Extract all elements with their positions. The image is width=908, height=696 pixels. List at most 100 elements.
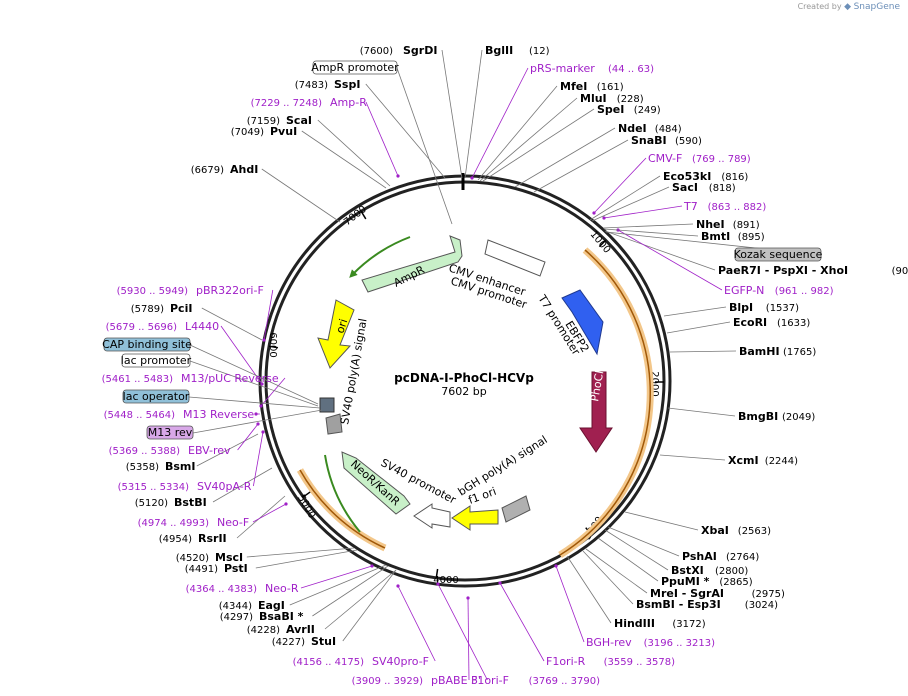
site-label[interactable]: BmtI(895) (701, 230, 765, 243)
site-label[interactable]: MscI(4520) (176, 551, 243, 564)
primer-label[interactable]: Amp-R(7229 .. 7248) (251, 96, 368, 109)
primer-label[interactable]: M13 Reverse(5448 .. 5464) (104, 408, 255, 421)
site-label[interactable]: AhdI(6679) (191, 163, 259, 176)
site-position: (7483) (295, 80, 328, 91)
site-leader (261, 168, 341, 223)
site-label[interactable]: SacI(818) (672, 181, 736, 194)
tick-mark (360, 210, 367, 220)
primer-label[interactable]: F1ori-R(3559 .. 3578) (546, 655, 675, 668)
site-label[interactable]: PciI(5789) (131, 302, 193, 315)
primer-label[interactable]: BGH-rev(3196 .. 3213) (586, 636, 715, 649)
primer-label[interactable]: T7(863 .. 882) (683, 200, 766, 213)
site-position: (5120) (135, 498, 168, 509)
site-label[interactable]: BstXI(2800) (671, 564, 748, 577)
site-label[interactable]: PaeR7I - PspXI - XhoI(909) (718, 264, 908, 277)
primer-leader (593, 157, 647, 214)
site-label[interactable]: SspI(7483) (295, 78, 361, 91)
site-leader (196, 433, 259, 467)
primer-label[interactable]: Neo-F(4974 .. 4993) (138, 516, 250, 529)
boxed-feature-label[interactable]: lac operator (122, 389, 321, 409)
site-label[interactable]: Eco53kI(816) (663, 170, 748, 183)
site-label[interactable]: PvuI(7049) (231, 125, 297, 138)
site-label[interactable]: MreI - SgrAI(2975) (650, 587, 785, 600)
primer-label[interactable]: EBV-rev(5369 .. 5388) (109, 444, 231, 457)
site-label[interactable]: SpeI(249) (597, 103, 661, 116)
site-label[interactable]: BsmI(5358) (126, 460, 196, 473)
site-label[interactable]: HindIII(3172) (614, 617, 706, 630)
site-leader (482, 108, 595, 182)
site-label[interactable]: XcmI(2244) (728, 454, 798, 467)
cmv-enhancer-feature[interactable] (484, 239, 546, 277)
primer-label[interactable]: CMV-F(769 .. 789) (648, 152, 751, 165)
site-label[interactable]: MfeI(161) (560, 80, 624, 93)
primer-label[interactable]: pRS-marker(44 .. 63) (530, 62, 654, 75)
primer-name: T7 (683, 200, 698, 213)
primer-range: (5679 .. 5696) (106, 322, 178, 333)
site-label[interactable]: BsmBI - Esp3I(3024) (636, 598, 778, 611)
site-leader (246, 547, 355, 558)
primer-label[interactable]: L4440(5679 .. 5696) (106, 320, 220, 333)
primer-name: pBR322ori-F (196, 284, 264, 297)
site-label[interactable]: RsrII(4954) (159, 532, 227, 545)
sv40-promoter-feature[interactable] (413, 503, 451, 529)
primer-label[interactable]: M13/pUC Reverse(5461 .. 5483) (102, 372, 279, 385)
box-leader (188, 396, 321, 409)
site-label[interactable]: BstBI(5120) (135, 496, 207, 509)
primer-label[interactable]: SV40pro-F(4156 .. 4175) (293, 655, 429, 668)
site-label[interactable]: AvrII(4228) (247, 623, 315, 636)
primer-label[interactable]: EGFP-N(961 .. 982) (724, 284, 834, 297)
primer-range: (3769 .. 3790) (529, 676, 601, 687)
site-label[interactable]: BsaBI *(4297) (220, 610, 304, 623)
site-label[interactable]: SnaBI(590) (631, 134, 702, 147)
boxed-feature-label[interactable]: CAP binding site (102, 337, 319, 405)
box-leader (189, 344, 319, 405)
lac-cluster-feature[interactable] (319, 397, 335, 413)
site-label[interactable]: StuI(4227) (272, 635, 336, 648)
boxed-feature-label[interactable]: M13 rev (146, 409, 323, 440)
boxed-feature-label[interactable]: Kozak sequence (605, 231, 823, 262)
site-label[interactable]: XbaI(2563) (701, 524, 771, 537)
site-label[interactable]: BglII(12) (485, 44, 550, 57)
site-label[interactable]: MluI(228) (580, 92, 644, 105)
neor-feature[interactable] (341, 451, 411, 515)
site-position: (4520) (176, 553, 209, 564)
site-leader (441, 49, 463, 179)
primer-range: (3559 .. 3578) (604, 657, 676, 668)
site-position: (590) (675, 136, 702, 147)
primer-label[interactable]: pBABE 3'(3909 .. 3929) (352, 674, 482, 687)
site-leader (589, 175, 661, 221)
site-label[interactable]: PpuMI *(2865) (661, 575, 753, 588)
primer-label[interactable]: SV40pA-R(5315 .. 5334) (118, 480, 252, 493)
site-label[interactable]: BamHI(1765) (739, 345, 816, 358)
label-bgh-polya: bGH poly(A) signal (456, 433, 550, 498)
site-name: NdeI (618, 122, 647, 135)
site-label[interactable]: NdeI(484) (618, 122, 682, 135)
boxed-feature-label[interactable]: lac promoter (121, 353, 319, 407)
primer-label[interactable]: Neo-R(4364 .. 4383) (186, 582, 299, 595)
ori-feature[interactable] (317, 299, 355, 369)
site-label[interactable]: BlpI(1537) (729, 301, 799, 314)
site-label[interactable]: EagI(4344) (219, 599, 285, 612)
primer-label[interactable]: F1ori-F (3769 .. 3790) (471, 674, 600, 687)
site-position: (891) (733, 220, 760, 231)
site-position: (909) (892, 266, 908, 277)
site-label[interactable]: PstI(4491) (185, 562, 248, 575)
phocl-feature[interactable] (579, 371, 613, 453)
ampr-feature[interactable] (361, 235, 463, 293)
site-label[interactable]: BmgBI(2049) (738, 410, 815, 423)
primer-name: F1ori-F (471, 674, 509, 687)
primer-label[interactable]: pBR322ori-F(5930 .. 5949) (117, 284, 264, 297)
bgh-polya-feature[interactable] (501, 495, 531, 523)
boxed-feature-label[interactable]: AmpR promoter (311, 60, 453, 225)
f1-ori-feature[interactable] (451, 505, 499, 531)
site-label[interactable]: ScaI(7159) (247, 114, 312, 127)
site-label[interactable]: NheI(891) (696, 218, 760, 231)
sv40-polya-feature[interactable] (325, 413, 343, 435)
site-label[interactable]: SgrDI(7600) (360, 44, 438, 57)
primer-range: (44 .. 63) (608, 64, 654, 75)
site-label[interactable]: PshAI(2764) (682, 550, 759, 563)
site-leader (607, 526, 680, 557)
site-label[interactable]: EcoRI(1633) (733, 316, 810, 329)
ebfp2-feature[interactable] (561, 289, 604, 356)
